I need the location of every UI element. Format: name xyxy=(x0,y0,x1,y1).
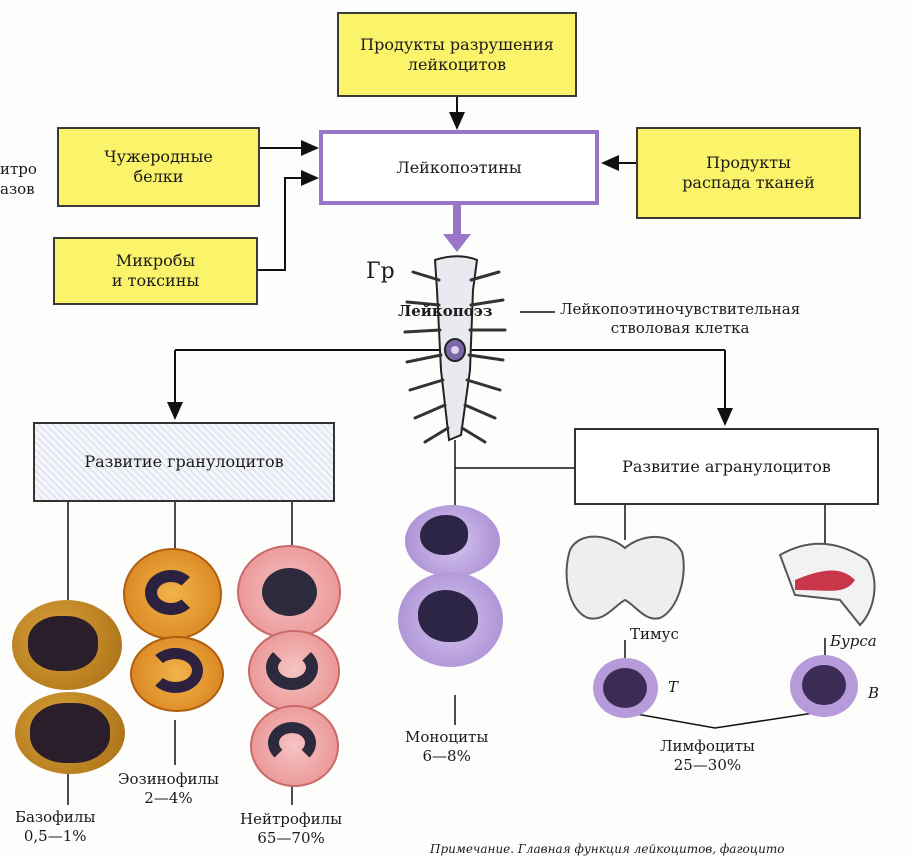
cut-left-text-1: итро xyxy=(0,160,37,179)
leukopoiesis-label: Лейкопоэз xyxy=(398,302,492,321)
agranulocyte-development-box: Развитие агранулоцитов xyxy=(574,428,879,505)
destruction-products-box: Продукты разрушения лейкоцитов xyxy=(337,12,577,97)
monocytes-label: Моноциты 6—8% xyxy=(405,728,488,766)
tissue-decay-box: Продукты распада тканей xyxy=(636,127,861,219)
b-cell-label: B xyxy=(868,684,879,703)
bursa-icon xyxy=(775,540,885,630)
bursa-label: Бурса xyxy=(830,632,877,651)
bone-marrow-icon xyxy=(395,250,515,450)
lymphocytes-label: Лимфоциты 25—30% xyxy=(660,737,755,775)
foreign-proteins-box: Чужеродные белки xyxy=(57,127,260,207)
t-cell-label: T xyxy=(668,678,678,697)
eosinophils-label: Эозинофилы 2—4% xyxy=(118,770,219,808)
thymus-label: Тимус xyxy=(630,625,679,644)
thymus-icon xyxy=(560,530,690,625)
stem-cell-label: Лейкопоэтиночувствительная стволовая кле… xyxy=(560,300,800,338)
cut-left-text-2: азов xyxy=(0,180,35,199)
leukopoietins-box: Лейкопоэтины xyxy=(319,130,599,205)
granulocyte-development-box: Развитие гранулоцитов xyxy=(33,422,335,502)
microbes-box: Микробы и токсины xyxy=(53,237,258,305)
footnote: Примечание. Главная функция лейкоцитов, … xyxy=(430,842,784,857)
neutrophils-label: Нейтрофилы 65—70% xyxy=(240,810,342,848)
gr-label: Гр xyxy=(366,258,395,286)
basophils-label: Базофилы 0,5—1% xyxy=(15,808,95,846)
